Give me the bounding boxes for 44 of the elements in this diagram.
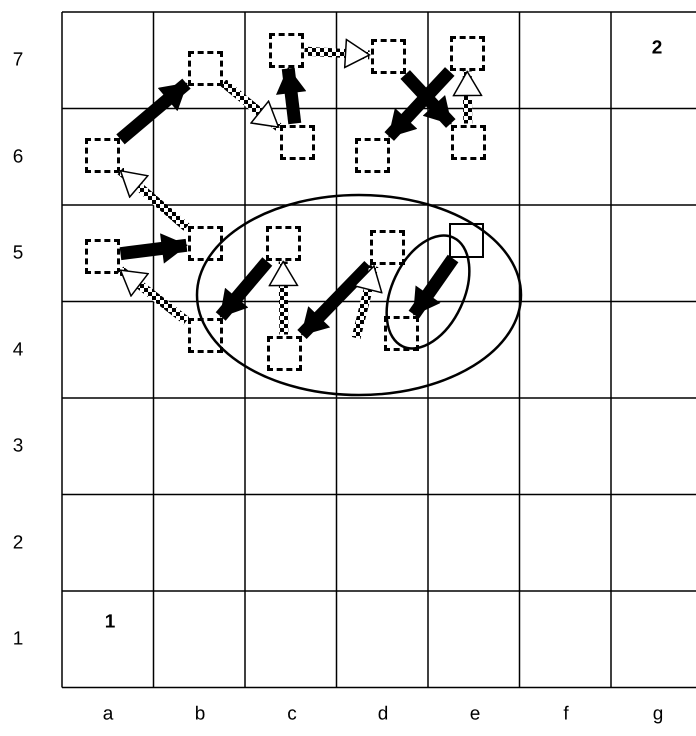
dashed-square <box>188 318 222 352</box>
checkered-block-arrow <box>304 38 370 68</box>
checkered-block-arrow <box>220 79 282 131</box>
dashed-square <box>84 138 120 172</box>
column-label: f <box>563 704 569 724</box>
column-label: d <box>378 704 388 724</box>
column-label: a <box>102 704 114 724</box>
checkered-block-arrow <box>118 167 190 231</box>
dashed-square <box>84 238 120 274</box>
dashed-square <box>450 124 486 160</box>
dashed-square <box>188 50 222 86</box>
row-label: 4 <box>12 340 24 360</box>
dashed-square <box>266 226 300 260</box>
solid-block-arrow <box>384 67 455 141</box>
square-number: 2 <box>652 38 662 58</box>
row-label: 5 <box>12 244 24 262</box>
dashed-square <box>384 316 418 350</box>
solid-block-arrow <box>276 68 306 124</box>
dashed-square <box>268 32 304 68</box>
dashed-square <box>354 138 390 172</box>
row-label: 1 <box>12 630 24 648</box>
row-label: 3 <box>12 436 24 456</box>
dashed-square <box>370 230 404 264</box>
solid-block-arrow <box>116 78 191 144</box>
checkered-block-arrow <box>118 266 190 324</box>
column-label: g <box>652 704 664 724</box>
checkered-block-arrow <box>352 264 382 340</box>
solid-block-arrow <box>216 257 272 321</box>
checkered-block-arrow <box>452 70 482 124</box>
column-label: c <box>287 704 297 724</box>
square <box>448 222 484 258</box>
square-number: 1 <box>104 612 116 632</box>
checkered-block-arrow <box>268 260 298 335</box>
solid-block-arrow <box>120 234 188 263</box>
dashed-square <box>188 226 222 260</box>
dashed-square <box>370 38 406 74</box>
row-label: 7 <box>12 50 24 70</box>
dashed-square <box>266 336 302 370</box>
row-label: 6 <box>12 148 24 166</box>
dashed-square <box>280 124 314 160</box>
row-label: 2 <box>12 534 24 552</box>
column-label: b <box>194 704 206 724</box>
column-label: e <box>470 704 480 724</box>
dashed-square <box>450 36 484 70</box>
